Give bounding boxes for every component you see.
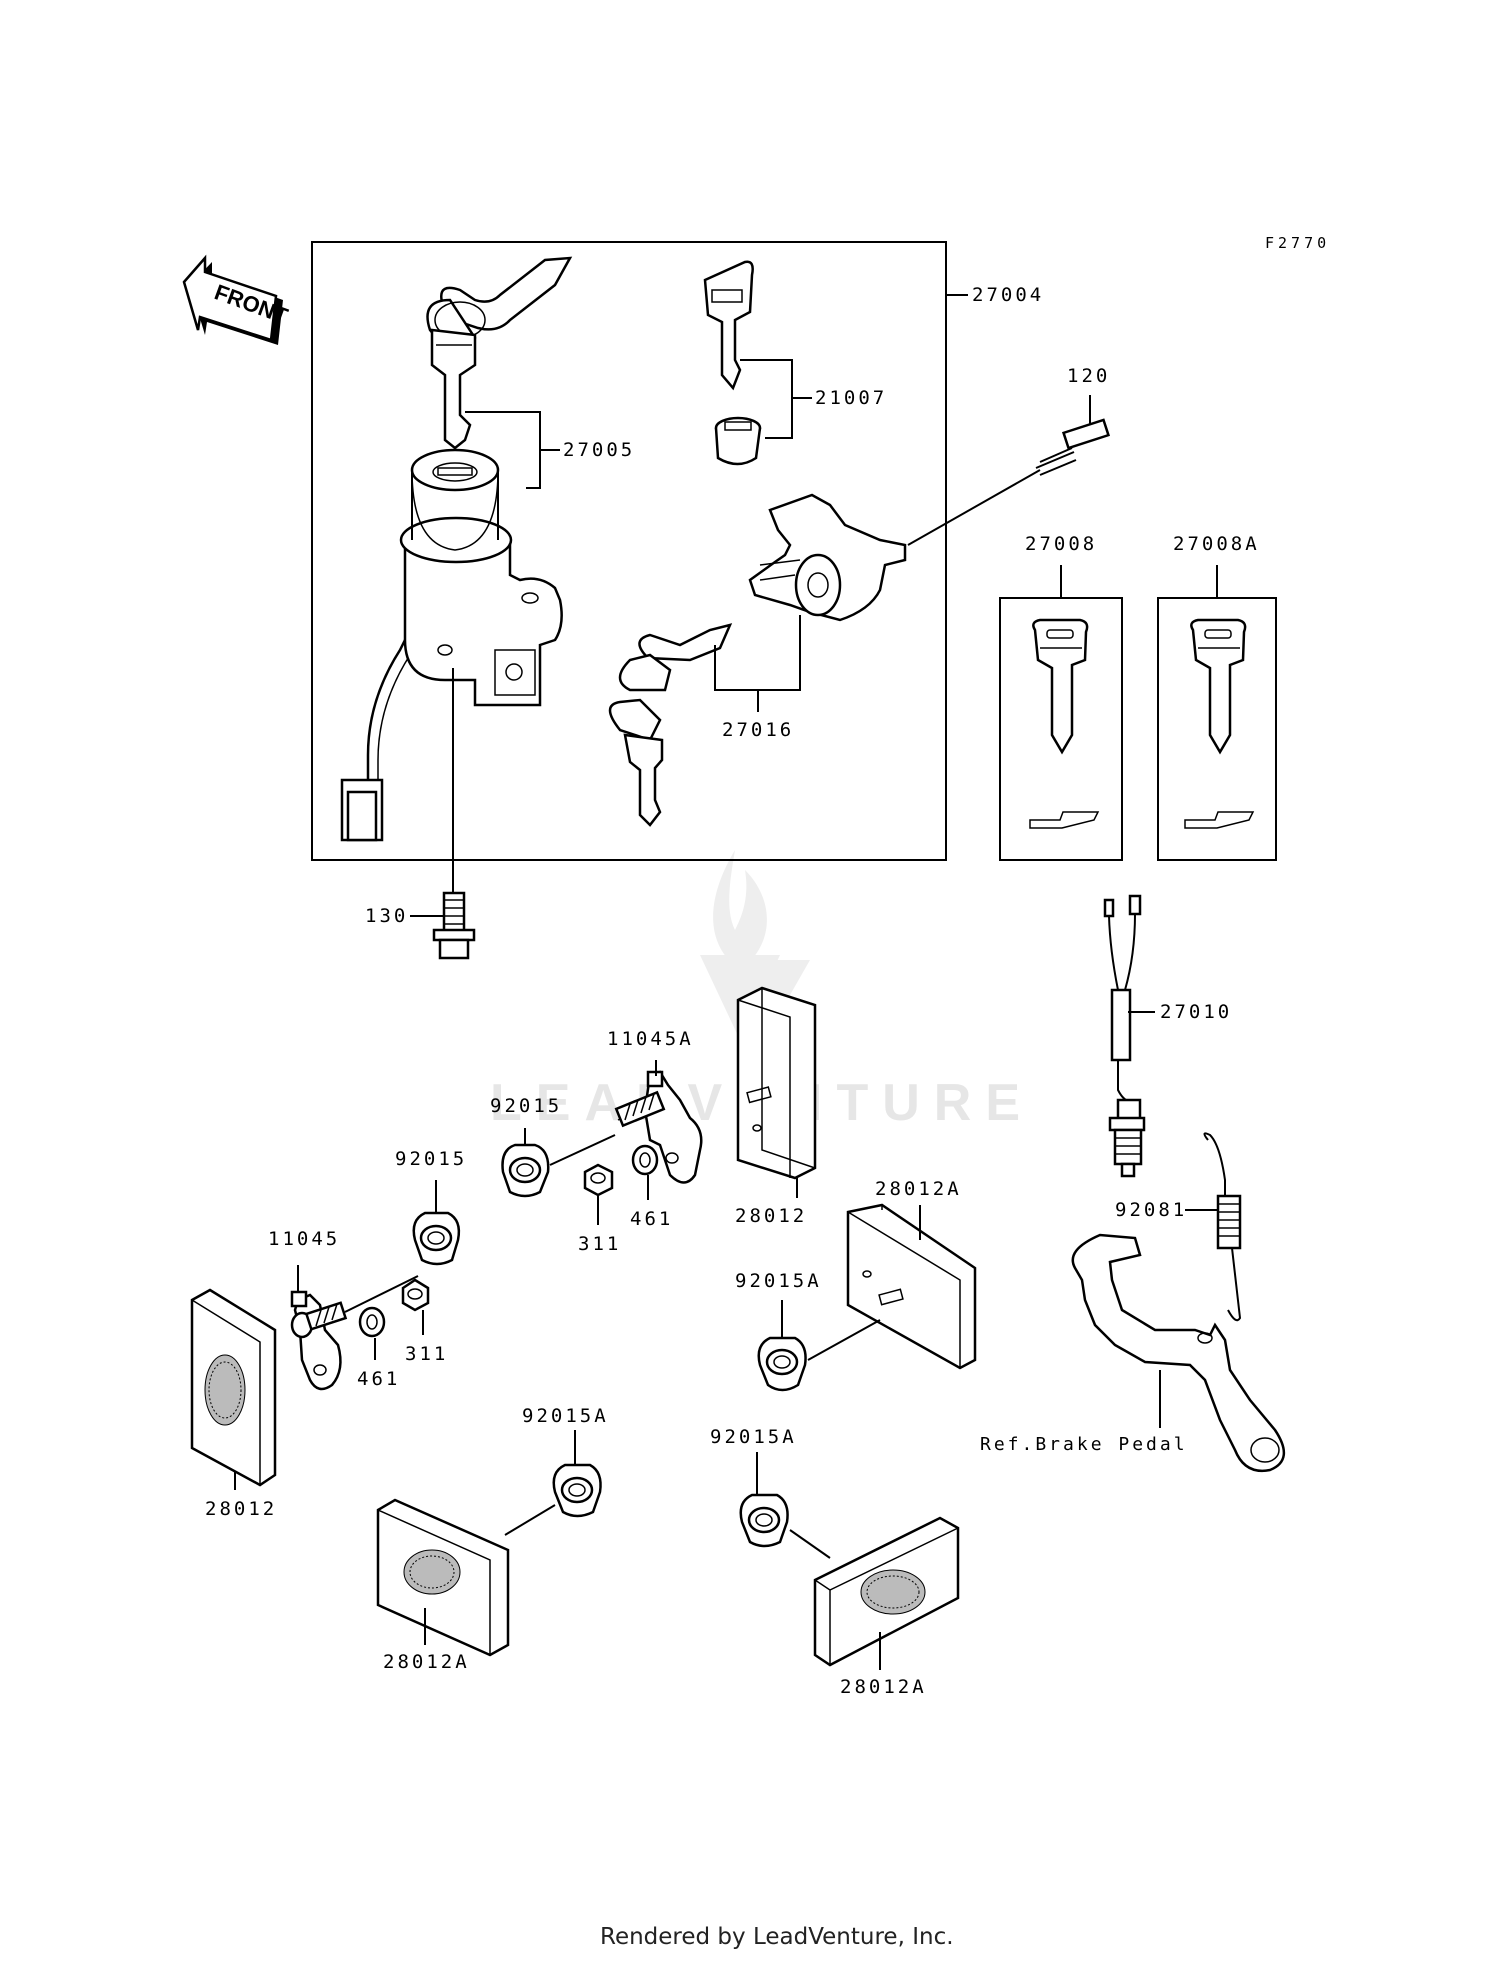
ignition-set-box xyxy=(311,241,947,861)
reflector-28012A-right xyxy=(846,1203,977,1370)
key-and-cylinder-21007 xyxy=(703,260,762,466)
label-120: 120 xyxy=(1067,365,1110,387)
label-92015A-right: 92015A xyxy=(735,1270,822,1292)
label-28012-upper: 28012 xyxy=(735,1205,807,1227)
label-27016: 27016 xyxy=(722,719,794,741)
ignition-switch xyxy=(340,448,563,842)
label-28012A-middle: 28012A xyxy=(383,1651,470,1673)
reflector-28012-upper xyxy=(736,986,817,1180)
nut-92015A-middle xyxy=(552,1463,602,1518)
label-27008: 27008 xyxy=(1025,533,1097,555)
washer-461-upper xyxy=(631,1144,659,1176)
bolt-120 xyxy=(1035,418,1111,476)
label-27005: 27005 xyxy=(563,439,635,461)
label-27008A: 27008A xyxy=(1173,533,1260,555)
reflector-28012A-middle xyxy=(376,1498,510,1657)
nut-92015A-bottom-right xyxy=(739,1493,789,1548)
figure-id: F2770 xyxy=(1265,234,1330,252)
label-461-left: 461 xyxy=(357,1368,400,1390)
label-311-left: 311 xyxy=(405,1343,448,1365)
label-92015-upper: 92015 xyxy=(490,1095,562,1117)
ref-brake-pedal-label: Ref.Brake Pedal xyxy=(980,1434,1188,1455)
bolt-130 xyxy=(432,891,476,960)
label-11045: 11045 xyxy=(268,1228,340,1250)
label-92015A-middle: 92015A xyxy=(522,1405,609,1427)
key-set-27005 xyxy=(426,256,573,450)
spring-92081 xyxy=(1203,1132,1242,1322)
label-27010: 27010 xyxy=(1160,1001,1232,1023)
key-set-27016 xyxy=(608,623,733,827)
label-27004: 27004 xyxy=(972,284,1044,306)
label-92015A-bottom-right: 92015A xyxy=(710,1426,797,1448)
nut-92015A-right xyxy=(757,1336,807,1392)
label-461-upper: 461 xyxy=(630,1208,673,1230)
label-92015-left: 92015 xyxy=(395,1148,467,1170)
reflector-28012A-bottom-right xyxy=(813,1516,960,1667)
label-92081: 92081 xyxy=(1115,1199,1187,1221)
washer-461-left xyxy=(358,1306,386,1338)
nut-311-upper xyxy=(583,1163,614,1197)
label-28012A-bottom-right: 28012A xyxy=(840,1676,927,1698)
label-311-upper: 311 xyxy=(578,1233,621,1255)
front-arrow-icon: FRONT xyxy=(182,254,292,345)
nut-311-left xyxy=(401,1278,430,1312)
footer-credit: Rendered by LeadVenture, Inc. xyxy=(600,1924,954,1950)
label-28012-left: 28012 xyxy=(205,1498,277,1520)
nut-92015-left xyxy=(412,1211,461,1266)
bracket-11045 xyxy=(290,1290,348,1391)
label-130: 130 xyxy=(365,905,408,927)
brake-switch-27010 xyxy=(1103,894,1146,1178)
stud-11045A xyxy=(614,1090,666,1128)
nut-92015-upper xyxy=(501,1143,550,1198)
brake-pedal-ref xyxy=(1071,1233,1285,1473)
label-11045A: 11045A xyxy=(607,1028,694,1050)
label-21007: 21007 xyxy=(815,387,887,409)
reflector-28012-left xyxy=(190,1288,277,1487)
label-28012A-right: 28012A xyxy=(875,1178,962,1200)
seat-lock-27016 xyxy=(748,493,907,622)
